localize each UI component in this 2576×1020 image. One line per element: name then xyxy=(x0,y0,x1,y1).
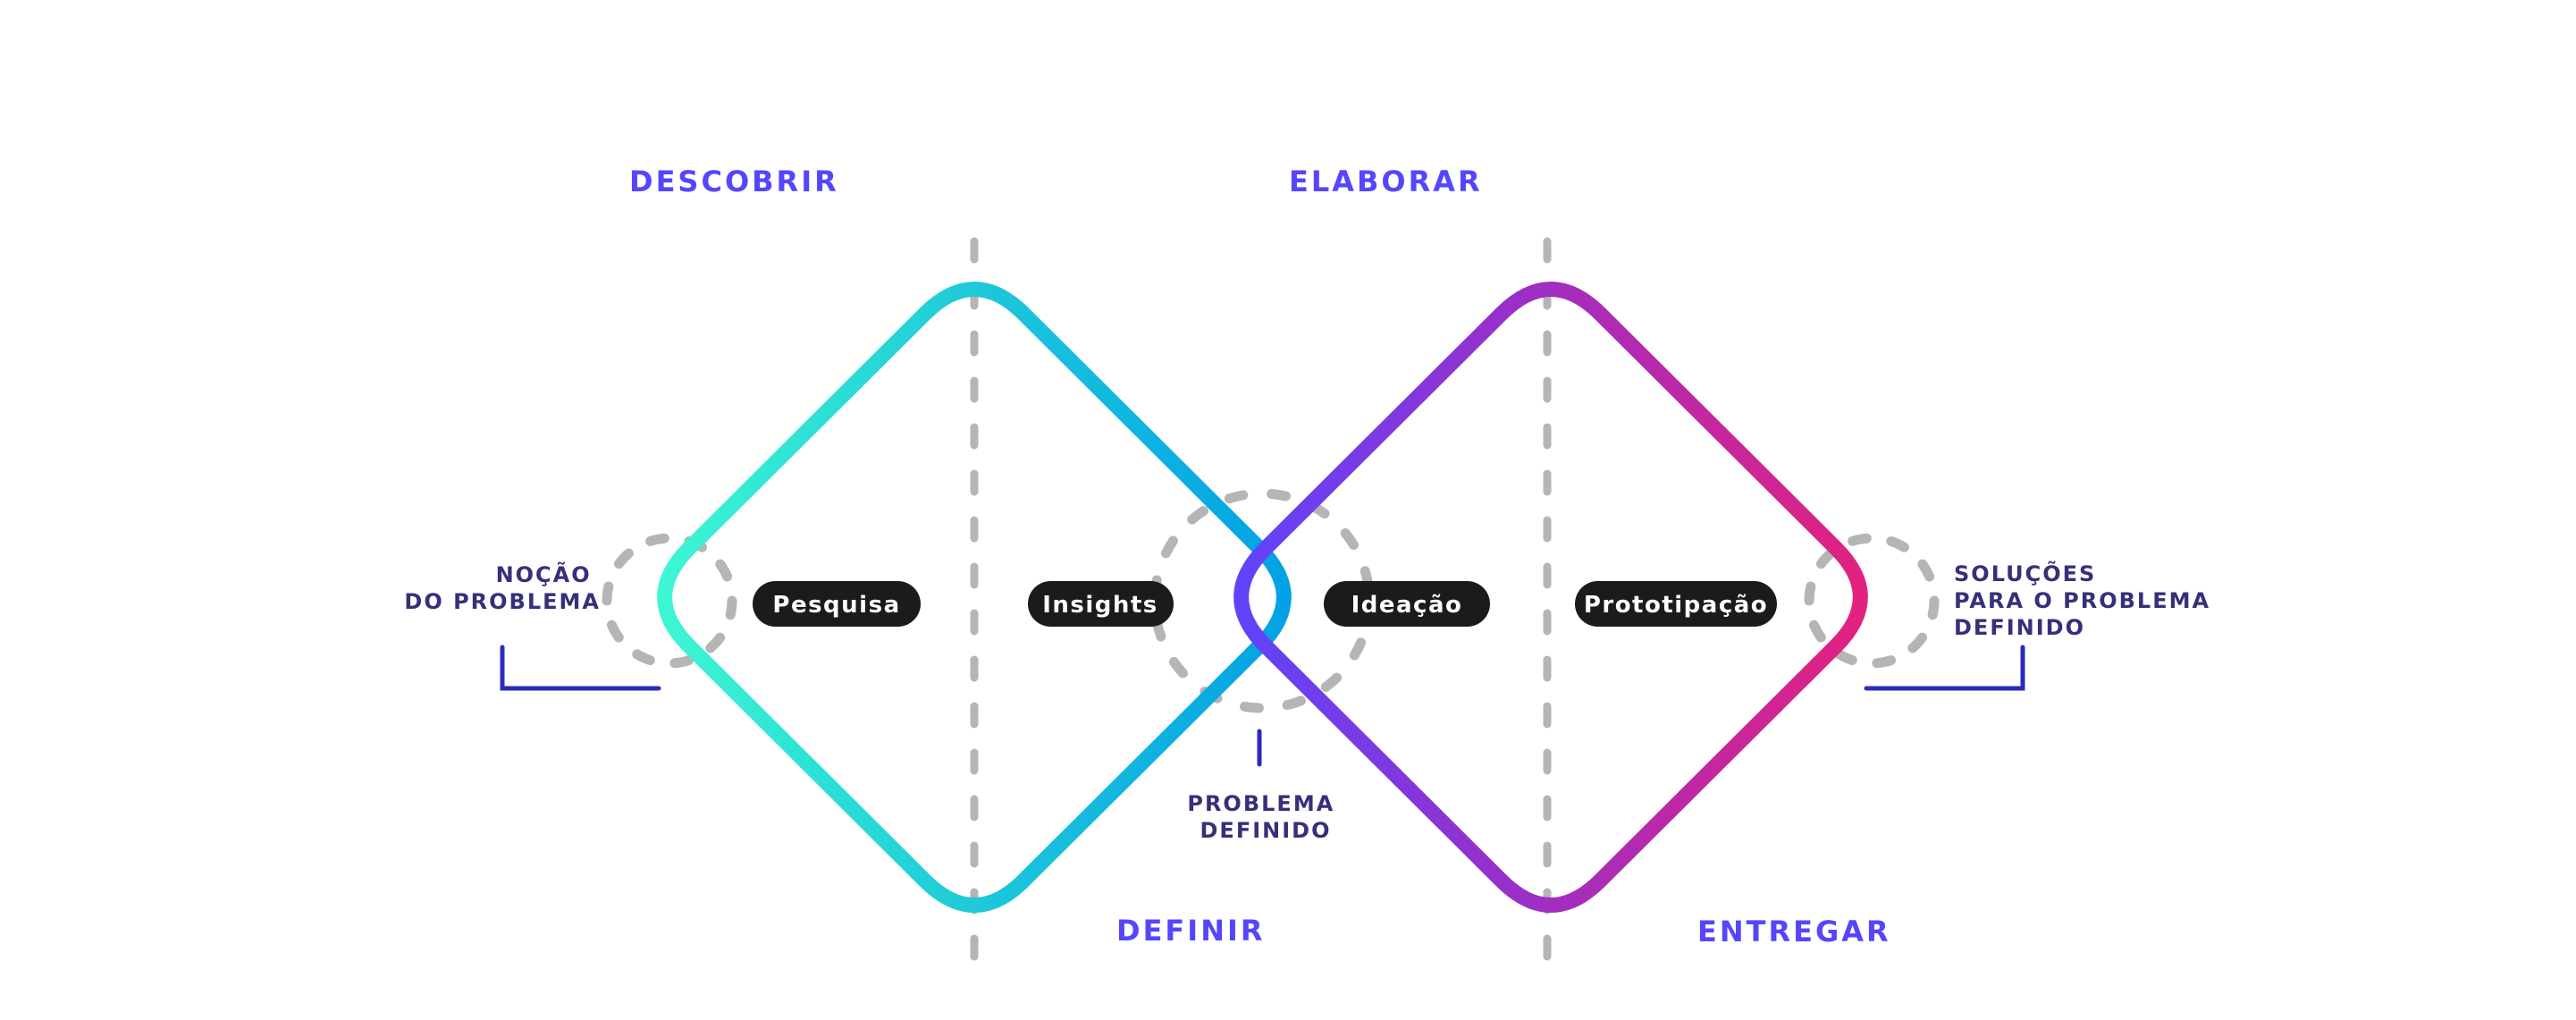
stage-pill-prototyping-label: Prototipação xyxy=(1584,592,1768,619)
end-bracket xyxy=(1864,645,2025,691)
stage-pill-ideation-label: Ideação xyxy=(1351,592,1463,619)
phase-label-define: DEFINIR xyxy=(1116,914,1266,948)
annotation-end-line-2: PARA O PROBLEMA xyxy=(1954,588,2210,613)
diamond-right-solution-space xyxy=(1233,282,1868,913)
stage-pill-research-bg xyxy=(753,581,921,627)
stage-pill-insights-label: Insights xyxy=(1042,592,1158,619)
annotation-middle: PROBLEMA DEFINIDO xyxy=(1187,791,1343,843)
start-dashed-circle xyxy=(602,533,737,669)
annotation-middle-line-1: PROBLEMA xyxy=(1187,791,1334,816)
annotation-end-line-1: SOLUÇÕES xyxy=(1954,560,2096,586)
phase-label-discover: DESCOBRIR xyxy=(629,164,839,198)
stage-pill-ideation: Ideação xyxy=(1324,581,1490,627)
phase-label-develop: ELABORAR xyxy=(1289,164,1483,198)
annotation-end: SOLUÇÕES PARA O PROBLEMA DEFINIDO xyxy=(1954,560,2219,640)
stage-pill-insights: Insights xyxy=(1028,581,1174,627)
stage-pill-insights-bg xyxy=(1028,581,1174,627)
stage-pill-research-label: Pesquisa xyxy=(772,592,900,619)
annotation-middle-line-2: DEFINIDO xyxy=(1200,818,1332,843)
annotation-start: NOÇÃO DO PROBLEMA xyxy=(404,561,601,614)
annotation-start-line-2: DO PROBLEMA xyxy=(404,589,601,614)
end-dashed-circle xyxy=(1804,533,1940,669)
start-bracket xyxy=(500,645,661,691)
phase-label-deliver: ENTREGAR xyxy=(1697,915,1891,948)
stage-pill-research: Pesquisa xyxy=(753,581,921,627)
diamond-left-problem-space xyxy=(657,282,1292,913)
annotation-start-line-1: NOÇÃO xyxy=(496,561,592,587)
stage-pill-ideation-bg xyxy=(1324,581,1490,627)
stage-pill-prototyping: Prototipação xyxy=(1575,581,1777,627)
annotation-end-line-3: DEFINIDO xyxy=(1954,615,2085,640)
stage-pill-prototyping-bg xyxy=(1575,581,1777,627)
